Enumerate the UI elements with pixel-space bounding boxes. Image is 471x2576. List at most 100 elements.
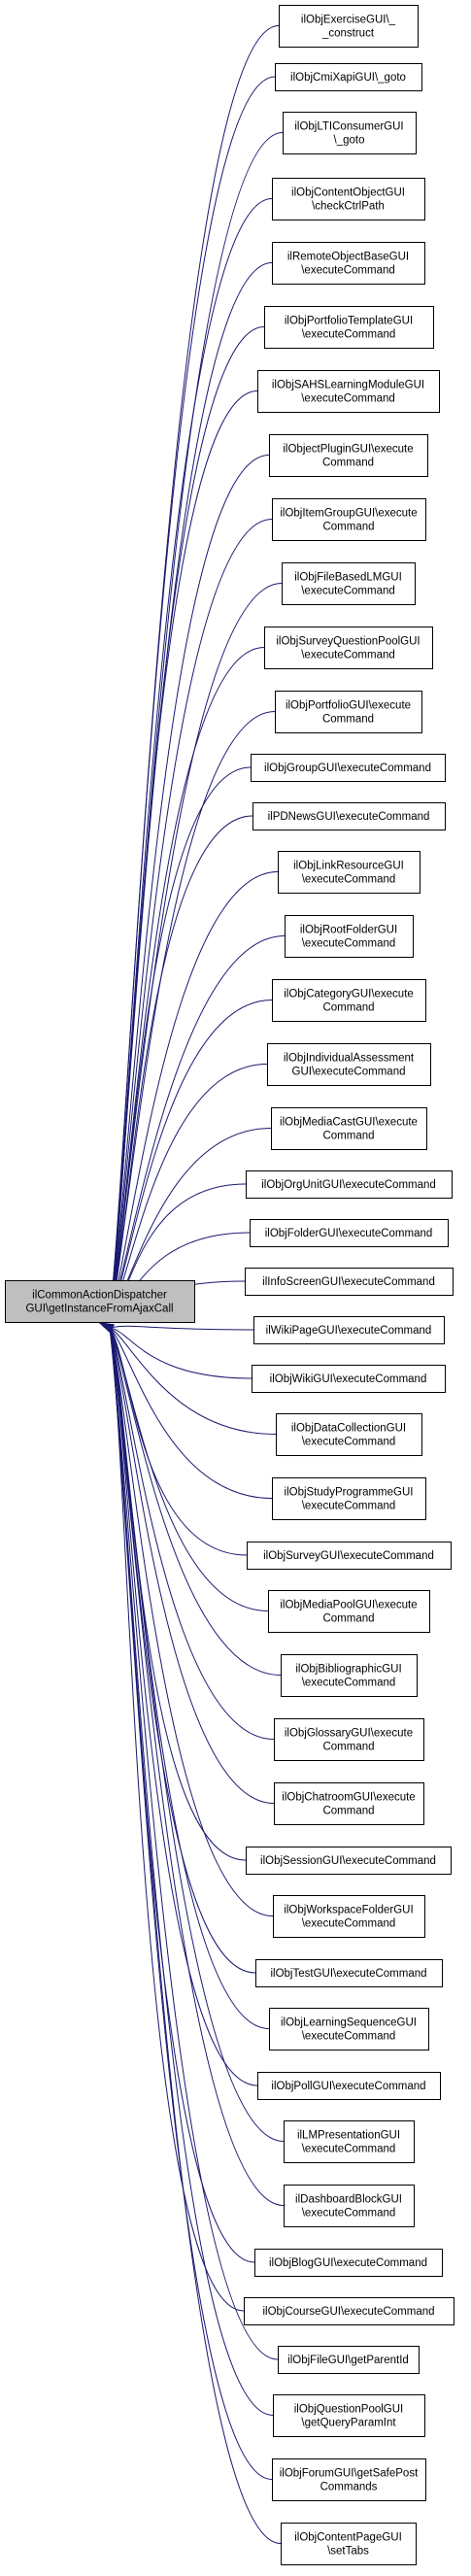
caller-node-25-label-line-2: \executeCommand: [302, 1437, 396, 1448]
caller-node-11[interactable]: ilObjSurveyQuestionPoolGUI\executeComman…: [264, 627, 433, 669]
caller-node-7[interactable]: ilObjSAHSLearningModuleGUI\executeComman…: [257, 370, 440, 413]
caller-node-40-label-line-1: ilObjCourseGUI\executeCommand: [262, 2306, 434, 2318]
caller-node-14-box: [252, 802, 446, 830]
edge-5: [109, 262, 273, 1317]
caller-node-25-box: [276, 1413, 422, 1456]
caller-node-5[interactable]: ilRemoteObjectBaseGUI\executeCommand: [272, 242, 425, 285]
caller-node-29-label-line-2: \executeCommand: [302, 1678, 396, 1689]
caller-node-24-box: [252, 1365, 446, 1393]
caller-node-33-box: [273, 1895, 425, 1938]
caller-node-15-label-line-1: ilObjLinkResourceGUI: [293, 861, 404, 872]
caller-node-33[interactable]: ilObjWorkspaceFolderGUI\executeCommand: [273, 1895, 425, 1938]
caller-node-37[interactable]: ilLMPresentationGUI\executeCommand: [284, 2120, 415, 2163]
caller-node-18-box: [267, 1043, 431, 1086]
caller-node-42[interactable]: ilObjQuestionPoolGUI\getQueryParamInt: [273, 2394, 425, 2437]
caller-node-30[interactable]: ilObjGlossaryGUI\executeCommand: [274, 1718, 424, 1761]
caller-node-22-label-line-1: ilInfoScreenGUI\executeCommand: [262, 1276, 435, 1288]
caller-node-9[interactable]: ilObjItemGroupGUI\executeCommand: [272, 498, 426, 541]
caller-node-20[interactable]: ilObjOrgUnitGUI\executeCommand: [246, 1170, 453, 1199]
root-node-label-line-2: GUI\getInstanceFromAjaxCall: [25, 1304, 173, 1315]
caller-node-38-label-line-2: \executeCommand: [302, 2208, 396, 2220]
edge-25: [109, 1327, 277, 1435]
caller-node-32[interactable]: ilObjSessionGUI\executeCommand: [246, 1847, 452, 1875]
caller-node-29-label-line-1: ilObjBibliographicGUI: [295, 1664, 401, 1676]
caller-node-9-label-line-2: Command: [322, 522, 374, 533]
edge-7: [109, 390, 258, 1317]
caller-node-35[interactable]: ilObjLearningSequenceGUI\executeCommand: [269, 2008, 429, 2051]
caller-node-15[interactable]: ilObjLinkResourceGUI\executeCommand: [278, 851, 421, 894]
caller-node-10[interactable]: ilObjFileBasedLMGUI\executeCommand: [282, 562, 416, 605]
caller-node-41[interactable]: ilObjFileGUI\getParentId: [278, 2346, 420, 2374]
caller-node-2[interactable]: ilObjCmiXapiGUI\_goto: [275, 63, 422, 91]
caller-node-31[interactable]: ilObjChatroomGUI\executeCommand: [274, 1782, 424, 1825]
caller-node-1[interactable]: ilObjExerciseGUI\__construct: [279, 5, 419, 48]
caller-node-6[interactable]: ilObjPortfolioTemplateGUI\executeCommand: [264, 306, 434, 349]
root-node-box: [5, 1280, 195, 1323]
caller-node-27-label-line-1: ilObjSurveyGUI\executeCommand: [263, 1550, 434, 1562]
caller-node-18-label-line-1: ilObjIndividualAssessment: [284, 1053, 415, 1065]
root-node[interactable]: ilCommonActionDispatcherGUI\getInstanceF…: [5, 1280, 195, 1323]
caller-node-18[interactable]: ilObjIndividualAssessmentGUI\executeComm…: [267, 1043, 431, 1086]
caller-node-19[interactable]: ilObjMediaCastGUI\executeCommand: [271, 1107, 427, 1150]
edge-24: [109, 1327, 252, 1379]
caller-node-25[interactable]: ilObjDataCollectionGUI\executeCommand: [276, 1413, 422, 1456]
caller-node-34-box: [255, 1959, 443, 1987]
caller-node-32-box: [246, 1847, 452, 1875]
caller-node-44-label-line-2: \setTabs: [327, 2546, 369, 2558]
caller-node-9-label-line-1: ilObjItemGroupGUI\execute: [280, 508, 417, 520]
caller-node-21[interactable]: ilObjFolderGUI\executeCommand: [250, 1219, 449, 1247]
edge-29: [109, 1327, 282, 1676]
edge-13: [109, 766, 252, 1317]
caller-node-43-label-line-1: ilObjForumGUI\getSafePost: [280, 2468, 419, 2480]
caller-node-26-label-line-1: ilObjStudyProgrammeGUI: [285, 1487, 414, 1499]
caller-node-30-box: [274, 1718, 424, 1761]
caller-node-28-label-line-2: Command: [322, 1613, 374, 1625]
caller-node-17-label-line-1: ilObjCategoryGUI\execute: [284, 989, 414, 1000]
caller-node-24-label-line-1: ilObjWikiGUI\executeCommand: [270, 1373, 427, 1385]
caller-node-4[interactable]: ilObjContentObjectGUI\checkCtrlPath: [272, 178, 425, 220]
caller-node-23-label-line-1: ilWikiPageGUI\executeCommand: [266, 1325, 432, 1337]
caller-node-3[interactable]: ilObjLTIConsumerGUI\_goto: [283, 112, 417, 154]
caller-node-19-label-line-1: ilObjMediaCastGUI\execute: [280, 1117, 418, 1129]
caller-node-22-box: [245, 1268, 454, 1296]
caller-node-38[interactable]: ilDashboardBlockGUI\executeCommand: [284, 2185, 415, 2227]
caller-node-44[interactable]: ilObjContentPageGUI\setTabs: [281, 2523, 417, 2565]
caller-node-8[interactable]: ilObjectPluginGUI\executeCommand: [269, 434, 428, 477]
caller-node-29[interactable]: ilObjBibliographicGUI \executeCommand: [281, 1654, 418, 1697]
caller-node-27[interactable]: ilObjSurveyGUI\executeCommand: [247, 1542, 452, 1570]
caller-node-1-box: [279, 5, 419, 48]
edge-4: [109, 198, 273, 1317]
caller-node-39[interactable]: ilObjBlogGUI\executeCommand: [254, 2249, 443, 2277]
caller-node-20-box: [246, 1170, 453, 1199]
caller-node-26[interactable]: ilObjStudyProgrammeGUI\executeCommand: [272, 1477, 426, 1520]
caller-node-15-box: [278, 851, 421, 894]
caller-node-2-label-line-1: ilObjCmiXapiGUI\_goto: [290, 72, 406, 84]
caller-node-17-label-line-2: Command: [322, 1002, 374, 1014]
caller-node-22[interactable]: ilInfoScreenGUI\executeCommand: [245, 1268, 454, 1296]
caller-node-41-box: [278, 2346, 420, 2374]
edge-2: [109, 76, 276, 1317]
caller-node-30-label-line-2: Command: [322, 1742, 374, 1753]
caller-node-40[interactable]: ilObjCourseGUI\executeCommand: [244, 2297, 454, 2325]
caller-node-17[interactable]: ilObjCategoryGUI\executeCommand: [272, 979, 426, 1022]
edge-15: [109, 871, 279, 1317]
caller-node-14[interactable]: ilPDNewsGUI\executeCommand: [252, 802, 446, 830]
caller-node-11-label-line-2: \executeCommand: [301, 650, 395, 661]
edge-42: [109, 1327, 274, 2416]
caller-node-34[interactable]: ilObjTestGUI\executeCommand: [255, 1959, 443, 1987]
caller-node-26-box: [272, 1477, 426, 1520]
caller-node-12[interactable]: ilObjPortfolioGUI\executeCommand: [275, 691, 422, 733]
edge-37: [109, 1327, 285, 2142]
caller-node-33-label-line-2: \executeCommand: [302, 1918, 396, 1930]
caller-node-13[interactable]: ilObjGroupGUI\executeCommand: [251, 754, 446, 782]
caller-node-16[interactable]: ilObjRootFolderGUI\executeCommand: [285, 915, 414, 958]
caller-node-36[interactable]: ilObjPollGUI\executeCommand: [257, 2072, 441, 2100]
caller-node-36-box: [257, 2072, 441, 2100]
caller-node-24[interactable]: ilObjWikiGUI\executeCommand: [252, 1365, 446, 1393]
caller-node-1-label-line-2: _construct: [321, 28, 375, 40]
caller-node-23[interactable]: ilWikiPageGUI\executeCommand: [253, 1316, 445, 1344]
caller-node-35-label-line-2: \executeCommand: [302, 2031, 396, 2043]
caller-node-28[interactable]: ilObjMediaPoolGUI\executeCommand: [268, 1590, 430, 1633]
